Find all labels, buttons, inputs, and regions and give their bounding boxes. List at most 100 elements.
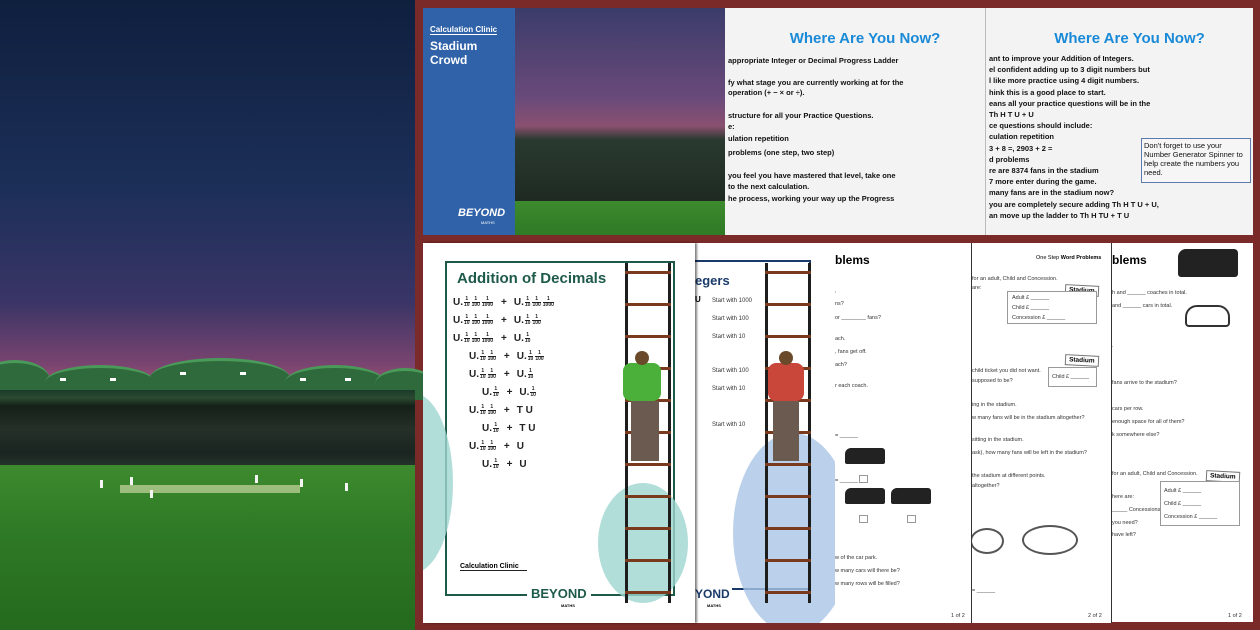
plus-sign: +	[506, 422, 513, 434]
climber-legs	[773, 401, 799, 461]
price-adult: Adult £ ______	[1012, 295, 1050, 301]
ladder-rung	[765, 463, 811, 466]
ladder-rung	[625, 527, 671, 530]
series-label: Calculation Clinic	[460, 563, 527, 571]
cover-title-line2: Crowd	[430, 53, 468, 67]
units-label: U.	[482, 422, 492, 434]
slide-line: el confident adding up to 3 digit number…	[989, 65, 1150, 75]
worksheet-line: are:	[972, 285, 982, 291]
plus-sign: +	[503, 404, 510, 416]
worksheet-title: Addition of Decimals	[457, 270, 607, 287]
coach-icon	[891, 488, 931, 504]
page-number: 1 of 2	[951, 613, 965, 619]
ladder-rung	[625, 495, 671, 498]
ladder-rung	[625, 303, 671, 306]
tip-box: Don't forget to use your Number Generato…	[1141, 138, 1251, 183]
worksheet-line: altogether?	[972, 483, 1000, 489]
worksheet-line: w of the car park.	[835, 555, 878, 561]
right-term: U.	[516, 350, 527, 362]
worksheet-header: One Step Word Problems	[1036, 255, 1101, 261]
worksheet-word2: One Step Word Problems for an adult, Chi…	[970, 243, 1112, 623]
worksheet-line: child ticket you did not want.	[972, 368, 1041, 374]
worksheet-title: blems	[835, 253, 870, 267]
units-label: U.	[469, 404, 479, 416]
slide-line: problems (one step, two step)	[728, 148, 835, 157]
ladder-rung	[625, 271, 671, 274]
worksheet-title: egers	[695, 273, 730, 288]
slide-line: ulation repetition	[728, 134, 789, 143]
slide-line: d problems	[989, 154, 1030, 164]
worksheet-line: .	[1112, 343, 1114, 349]
slide-line: ce questions should include:	[989, 121, 1093, 131]
cover-sidebar: Calculation Clinic Stadium Crowd BEYOND …	[423, 8, 515, 235]
worksheet-line: ach.	[835, 336, 846, 342]
climber-figure	[768, 363, 804, 401]
slide-line: you are completely secure adding Th H T …	[989, 199, 1159, 209]
worksheet-line: ach?	[835, 362, 847, 368]
plus-sign: +	[503, 368, 510, 380]
units-label: U.	[469, 368, 479, 380]
worksheet-line: h and ______ coaches in total.	[1112, 290, 1187, 296]
worksheet-line: ask), how many fans will be left in the …	[972, 450, 1087, 456]
price-child: Child £ ______	[1052, 374, 1090, 380]
worksheet-line: w many fans will be in the stadium altog…	[972, 415, 1085, 421]
stadium-photo	[0, 0, 435, 630]
slide-line: many fans are in the stadium now?	[989, 188, 1115, 198]
slide-line: eans all your practice questions will be…	[989, 98, 1151, 108]
beyond-logo: BEYOND	[527, 586, 591, 601]
slide-where-are-you-now-2: Where Are You Now? ant to improve your A…	[985, 8, 1253, 235]
coach-icon	[845, 448, 885, 464]
right-term: U	[519, 458, 527, 470]
price-adult: Adult £ ______	[1164, 488, 1202, 494]
worksheet-line: ing in the stadium.	[972, 402, 1017, 408]
slide-line: to the next calculation.	[728, 182, 810, 191]
page-number: 1 of 2	[1228, 613, 1242, 619]
ladder-rung	[765, 495, 811, 498]
worksheet-line: have left?	[1112, 532, 1136, 538]
units-label: U.	[469, 440, 479, 452]
worksheet-line: ,	[835, 288, 837, 294]
ladder-rung	[625, 335, 671, 338]
right-term: U.	[513, 296, 524, 308]
plus-sign: +	[506, 386, 513, 398]
price-child: Child £ ______	[1164, 501, 1202, 507]
cover-title-line1: Stadium	[430, 39, 478, 53]
right-term: U.	[513, 314, 524, 326]
worksheet-line: = ______	[835, 478, 859, 484]
start-label: Start with 10	[712, 334, 746, 340]
start-label: Start with 100	[712, 368, 749, 374]
units-label: U.	[469, 350, 479, 362]
slide-line: operation (+ − × or ÷).	[728, 88, 805, 97]
header-light: One Step	[1036, 255, 1061, 261]
worksheet-line: sitting in the stadium.	[972, 437, 1024, 443]
start-label: Start with 10	[712, 386, 746, 392]
cover-photo	[515, 8, 725, 235]
stadium-ticket-tag: Stadium	[1064, 354, 1099, 367]
slide-heading: Where Are You Now?	[1054, 30, 1205, 47]
beyond-logo: BEYOND	[458, 207, 506, 219]
slide-line: appropriate Integer or Decimal Progress …	[728, 56, 899, 65]
climber-legs	[631, 401, 659, 461]
